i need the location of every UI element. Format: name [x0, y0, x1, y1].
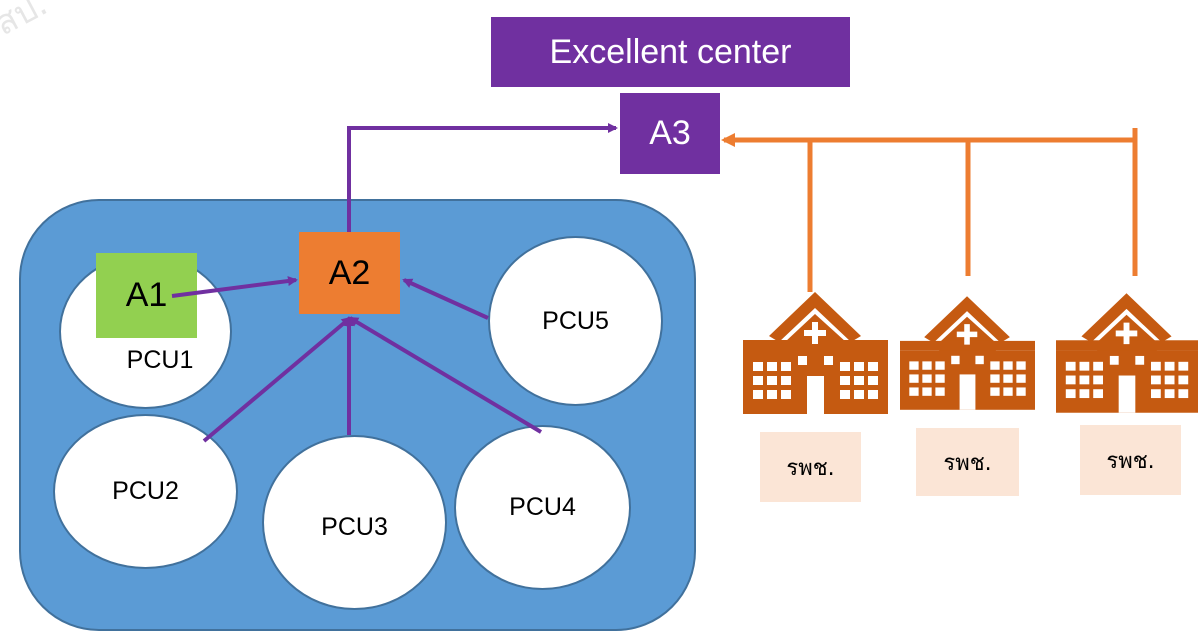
excellent-center-box: Excellent center: [491, 17, 850, 87]
arrow-a1-to-a2: [171, 276, 298, 298]
arrow-pcu2-to-a2: [202, 316, 352, 443]
pcu5-circle: PCU5: [488, 236, 663, 406]
hospital-label-1: รพช.: [760, 432, 861, 502]
arrow-pcu4-to-a2: [348, 316, 543, 434]
pcu1-label: PCU1: [126, 346, 194, 374]
arrow-a2-to-a3: [347, 123, 618, 232]
pcu3-label: PCU3: [321, 513, 388, 541]
hospital-icon: [900, 292, 1035, 418]
node-a3: A3: [620, 93, 720, 174]
hospital-icon: [1056, 292, 1198, 418]
node-a2: A2: [299, 232, 400, 314]
hospital-label-3: รพช.: [1080, 425, 1181, 495]
hospital-label-2: รพช.: [916, 428, 1019, 496]
hospital-icon: [743, 292, 888, 418]
arrow-pcu5-to-a2: [402, 278, 489, 320]
pcu4-circle: PCU4: [454, 425, 631, 590]
pcu3-circle: PCU3: [262, 435, 447, 610]
